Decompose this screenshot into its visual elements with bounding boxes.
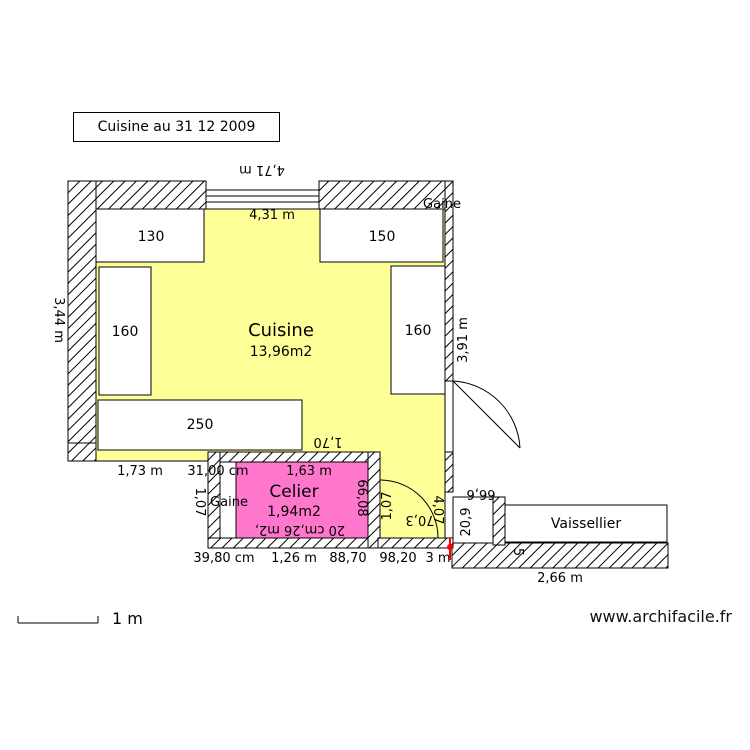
furniture-label-top-left: 130 — [138, 229, 165, 245]
furniture-label-bottom: 250 — [187, 417, 214, 433]
furniture-label-right: 160 — [405, 323, 432, 339]
cellar-door — [379, 479, 439, 539]
gaine-top-label: Gaine — [423, 197, 461, 212]
dim-cellar-wall-a: 39,80 cm — [193, 551, 254, 566]
dim-cellar-top-c: 1,70 — [314, 434, 343, 449]
kitchen-name: Cuisine — [248, 320, 314, 341]
furniture-left — [98, 266, 152, 396]
furniture-label-left: 160 — [112, 324, 139, 340]
cellar-name: Celier — [269, 482, 318, 502]
vaissellier-label: Vaissellier — [551, 516, 621, 532]
gaine-cellar-label: Gaine — [210, 495, 248, 510]
dim-right-small-c: 5 — [510, 548, 525, 556]
watermark: www.archifacile.fr — [589, 607, 732, 626]
dim-right-small-a: 66,6 — [467, 486, 496, 501]
furniture-label-top-right: 150 — [369, 229, 396, 245]
dim-top-inner: 4,31 m — [249, 208, 295, 223]
cellar-area: 1,94m2 — [267, 504, 321, 520]
cellar-floor — [219, 461, 369, 539]
furniture-top-left — [95, 208, 205, 263]
furniture-top-right — [319, 208, 444, 263]
dim-door-a: 1,07 — [380, 492, 395, 521]
dim-left-outer: 3,44 m — [51, 297, 66, 343]
vaissellier-passage — [452, 496, 494, 544]
window — [205, 189, 320, 203]
dim-vaissellier-wall: 2,66 m — [537, 571, 583, 586]
marker-icon — [447, 538, 453, 560]
dim-cellar-vert-b: 66,08 — [354, 479, 369, 516]
cellar-gaine — [219, 461, 237, 539]
dim-cellar-wall-b: 1,26 m — [271, 551, 317, 566]
scale-bar — [17, 616, 99, 624]
dim-cellar-wall-d: 98,20 — [379, 551, 416, 566]
dim-cellar-top-a: 31,00 cm — [187, 464, 248, 479]
furniture-group — [95, 208, 668, 543]
dim-bottom-left: 1,73 m — [117, 464, 163, 479]
dim-cellar-wall-e: 3 m — [425, 551, 450, 566]
furniture-right — [390, 265, 446, 395]
dim-cellar-wall-c: 88,70 — [329, 551, 366, 566]
dim-cellar-top-b: 1,63 m — [286, 464, 332, 479]
plan-title: Cuisine au 31 12 2009 — [73, 112, 280, 142]
kitchen-door — [452, 380, 521, 452]
dim-door-b: 70,3 — [406, 512, 435, 527]
dim-right-inner: 3,91 m — [456, 317, 471, 363]
dim-top-outer: 4,71 m — [239, 162, 285, 177]
dim-cellar-inner: 20 cm,26 m2, — [255, 522, 345, 537]
dim-right-small-b: 20,9 — [459, 508, 474, 537]
dim-door-c: 4,07 — [430, 496, 445, 525]
dim-cellar-vert-a: 1,07 — [192, 488, 207, 517]
scale-bar-label: 1 m — [112, 609, 143, 628]
vaissellier-cabinet — [504, 504, 668, 543]
furniture-bottom — [97, 399, 303, 451]
kitchen-area: 13,96m2 — [250, 344, 313, 360]
vaissellier-walls — [377, 496, 669, 569]
